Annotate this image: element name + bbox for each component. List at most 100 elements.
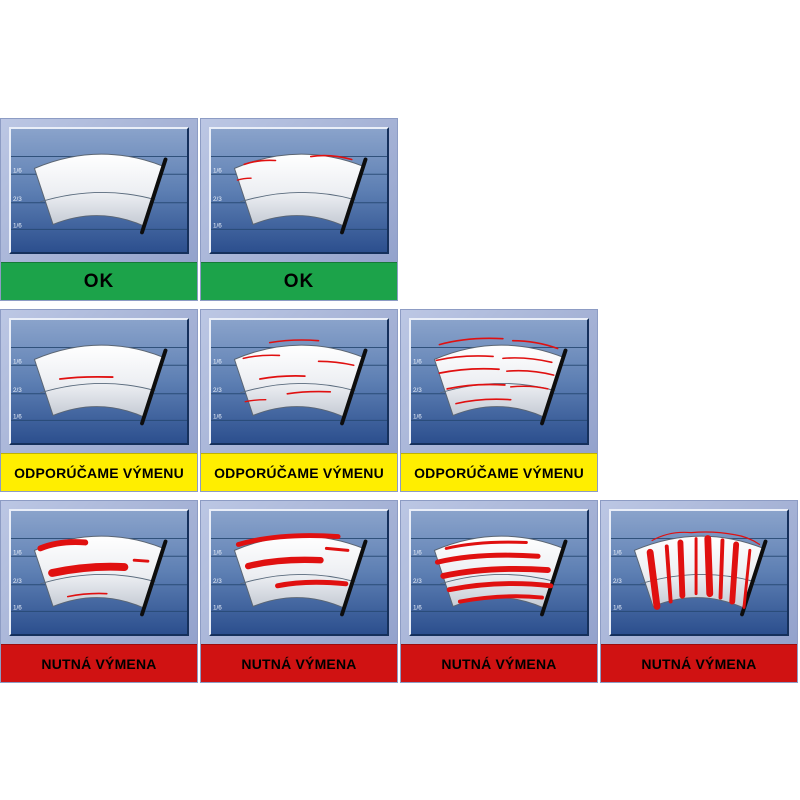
wiper-sweep-area bbox=[233, 153, 365, 228]
wear-streaks bbox=[242, 339, 355, 403]
wiper-panel: 1/6 2/3 1/6 bbox=[609, 509, 789, 636]
zone-labels: 1/6 2/3 1/6 bbox=[613, 549, 622, 611]
wiper-diagram: 1/6 2/3 1/6 bbox=[211, 511, 387, 634]
zone-label-top: 1/6 bbox=[13, 549, 22, 556]
wiper-trace-line bbox=[440, 573, 556, 585]
zone-label-bottom: 1/6 bbox=[213, 413, 222, 420]
wiper-diagram: 1/6 2/3 1/6 bbox=[11, 320, 187, 443]
zone-label-mid: 2/3 bbox=[213, 578, 222, 585]
wiper-panel: 1/6 2/3 1/6 bbox=[9, 318, 189, 445]
panel-frame: 1/6 2/3 1/6 bbox=[601, 501, 797, 644]
zone-label-bottom: 1/6 bbox=[13, 222, 22, 229]
wiper-blade bbox=[140, 157, 168, 235]
status-label: NUTNÁ VÝMENA bbox=[41, 655, 157, 672]
wiper-blade bbox=[540, 539, 568, 617]
wiper-diagram: 1/6 2/3 1/6 bbox=[11, 511, 187, 634]
wiper-diagram: 1/6 2/3 1/6 bbox=[211, 320, 387, 443]
status-label: ODPORÚČAME VÝMENU bbox=[214, 464, 384, 481]
wear-streaks bbox=[235, 533, 350, 589]
zone-label-top: 1/6 bbox=[213, 358, 222, 365]
chart-rows: 1/6 2/3 1/6 OK bbox=[0, 118, 798, 683]
wiper-trace-line bbox=[240, 573, 356, 585]
panel-frame: 1/6 2/3 1/6 bbox=[401, 501, 597, 644]
wiper-cell-ok-2: 1/6 2/3 1/6 OK bbox=[200, 118, 398, 301]
status-label: ODPORÚČAME VÝMENU bbox=[414, 464, 584, 481]
panel-frame: 1/6 2/3 1/6 bbox=[1, 501, 197, 644]
zone-labels: 1/6 2/3 1/6 bbox=[213, 167, 222, 229]
status-banner-warn: ODPORÚČAME VÝMENU bbox=[201, 453, 397, 491]
wiper-panel: 1/6 2/3 1/6 bbox=[9, 509, 189, 636]
wiper-panel: 1/6 2/3 1/6 bbox=[409, 318, 589, 445]
panel-frame: 1/6 2/3 1/6 bbox=[201, 501, 397, 644]
zone-labels: 1/6 2/3 1/6 bbox=[413, 358, 422, 420]
panel-frame: 1/6 2/3 1/6 bbox=[201, 310, 397, 453]
zone-labels: 1/6 2/3 1/6 bbox=[13, 549, 22, 611]
wiper-trace-line bbox=[40, 382, 156, 394]
wiper-trace-line bbox=[40, 573, 156, 585]
zone-label-bottom: 1/6 bbox=[413, 604, 422, 611]
panel-frame: 1/6 2/3 1/6 bbox=[1, 310, 197, 453]
zone-label-top: 1/6 bbox=[213, 549, 222, 556]
wiper-cell-fail-4: 1/6 2/3 1/6 NUTNÁ VÝMENA bbox=[600, 500, 798, 683]
row-recommend-replacement: 1/6 2/3 1/6 ODPORÚČAME VÝMENU bbox=[0, 309, 798, 492]
wiper-cell-warn-1: 1/6 2/3 1/6 ODPORÚČAME VÝMENU bbox=[0, 309, 198, 492]
zone-labels: 1/6 2/3 1/6 bbox=[413, 549, 422, 611]
wiper-trace-line bbox=[40, 191, 156, 203]
zone-label-bottom: 1/6 bbox=[213, 604, 222, 611]
zone-label-top: 1/6 bbox=[13, 358, 22, 365]
wiper-blade bbox=[340, 157, 368, 235]
status-banner-warn: ODPORÚČAME VÝMENU bbox=[1, 453, 197, 491]
wiper-panel: 1/6 2/3 1/6 bbox=[209, 127, 389, 254]
zone-label-top: 1/6 bbox=[413, 549, 422, 556]
wiper-panel: 1/6 2/3 1/6 bbox=[409, 509, 589, 636]
wiper-blade bbox=[140, 539, 168, 617]
wiper-trace-line bbox=[240, 382, 356, 394]
zone-label-mid: 2/3 bbox=[413, 387, 422, 394]
zone-label-top: 1/6 bbox=[13, 167, 22, 174]
status-banner-warn: ODPORÚČAME VÝMENU bbox=[401, 453, 597, 491]
wiper-trace-line bbox=[240, 191, 356, 203]
status-banner-fail: NUTNÁ VÝMENA bbox=[401, 644, 597, 682]
zone-labels: 1/6 2/3 1/6 bbox=[13, 358, 22, 420]
wiper-cell-warn-3: 1/6 2/3 1/6 ODPORÚČAME VÝMENU bbox=[400, 309, 598, 492]
zone-labels: 1/6 2/3 1/6 bbox=[13, 167, 22, 229]
zone-labels: 1/6 2/3 1/6 bbox=[213, 358, 222, 420]
panel-frame: 1/6 2/3 1/6 bbox=[1, 119, 197, 262]
wiper-panel: 1/6 2/3 1/6 bbox=[209, 318, 389, 445]
status-banner-ok: OK bbox=[201, 262, 397, 300]
zone-label-mid: 2/3 bbox=[13, 196, 22, 203]
zone-label-top: 1/6 bbox=[413, 358, 422, 365]
zone-label-bottom: 1/6 bbox=[213, 222, 222, 229]
wear-streaks bbox=[434, 540, 554, 604]
zone-label-bottom: 1/6 bbox=[413, 413, 422, 420]
status-label: NUTNÁ VÝMENA bbox=[241, 655, 357, 672]
wiper-cell-fail-1: 1/6 2/3 1/6 NUTNÁ VÝMENA bbox=[0, 500, 198, 683]
wear-streaks bbox=[37, 539, 150, 598]
wiper-cell-fail-3: 1/6 2/3 1/6 NUTNÁ VÝMENA bbox=[400, 500, 598, 683]
zone-label-top: 1/6 bbox=[213, 167, 222, 174]
zone-label-bottom: 1/6 bbox=[13, 604, 22, 611]
wiper-diagram: 1/6 2/3 1/6 bbox=[411, 511, 587, 634]
panel-frame: 1/6 2/3 1/6 bbox=[201, 119, 397, 262]
zone-label-mid: 2/3 bbox=[413, 578, 422, 585]
zone-label-mid: 2/3 bbox=[13, 387, 22, 394]
status-label: NUTNÁ VÝMENA bbox=[441, 655, 557, 672]
wiper-diagram: 1/6 2/3 1/6 bbox=[611, 511, 787, 634]
status-label: NUTNÁ VÝMENA bbox=[641, 655, 757, 672]
wiper-blade bbox=[140, 348, 168, 426]
wiper-blade bbox=[340, 348, 368, 426]
wiper-sweep-area bbox=[233, 535, 365, 610]
zone-label-mid: 2/3 bbox=[213, 387, 222, 394]
wiper-panel: 1/6 2/3 1/6 bbox=[9, 127, 189, 254]
wear-streaks bbox=[236, 154, 353, 181]
zone-label-mid: 2/3 bbox=[13, 578, 22, 585]
wiper-panel: 1/6 2/3 1/6 bbox=[209, 509, 389, 636]
zone-label-mid: 2/3 bbox=[213, 196, 222, 203]
row-ok: 1/6 2/3 1/6 OK bbox=[0, 118, 798, 301]
wear-streaks bbox=[435, 337, 559, 405]
zone-label-mid: 2/3 bbox=[613, 578, 622, 585]
status-banner-ok: OK bbox=[1, 262, 197, 300]
wear-streaks bbox=[646, 531, 761, 610]
wiper-cell-fail-2: 1/6 2/3 1/6 NUTNÁ VÝMENA bbox=[200, 500, 398, 683]
